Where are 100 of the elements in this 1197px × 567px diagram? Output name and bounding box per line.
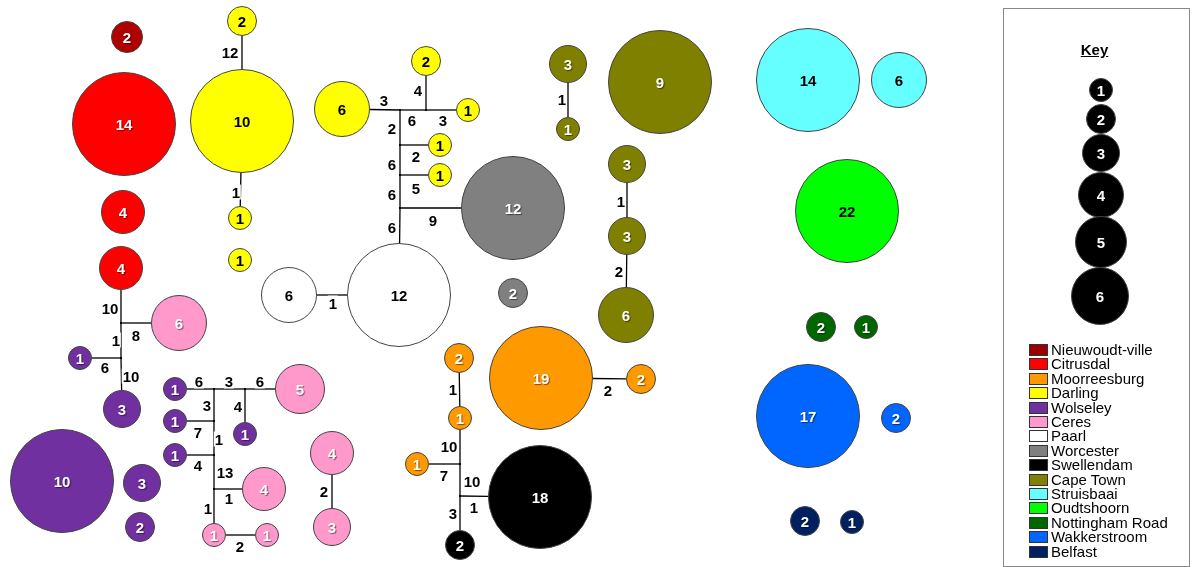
legend-label: Wakkerstroom bbox=[1051, 530, 1148, 545]
legend-label: Belfast bbox=[1051, 544, 1097, 559]
key-title: Key bbox=[1080, 41, 1109, 58]
connector-line bbox=[398, 207, 401, 244]
legend-label: Struisbaai bbox=[1051, 487, 1118, 501]
connector-line bbox=[458, 372, 461, 407]
connector-line bbox=[399, 144, 401, 176]
legend-label: Nieuwoudt-ville bbox=[1051, 343, 1153, 357]
haplotype-circle: 1 bbox=[163, 409, 187, 433]
haplotype-circle: 2 bbox=[445, 530, 475, 560]
edge-label: 1 bbox=[213, 431, 225, 447]
legend-label: Wolseley bbox=[1051, 400, 1112, 415]
haplotype-circle: 2 bbox=[111, 21, 143, 53]
connector-line bbox=[186, 388, 215, 390]
haplotype-circle: 19 bbox=[489, 326, 593, 430]
haplotype-circle: 1 bbox=[228, 206, 252, 230]
connector-line bbox=[399, 174, 429, 176]
haplotype-circle: 2 bbox=[227, 6, 257, 36]
connector-line bbox=[459, 463, 461, 497]
haplotype-circle: 1 bbox=[202, 523, 226, 547]
haplotype-circle: 12 bbox=[461, 156, 565, 260]
connector-line bbox=[213, 388, 246, 390]
haplotype-circle: 5 bbox=[275, 364, 325, 414]
connector-line bbox=[459, 495, 489, 497]
haplotype-circle: 4 bbox=[101, 190, 145, 234]
connector-line bbox=[244, 388, 276, 390]
connector-line bbox=[428, 463, 461, 465]
connector-line bbox=[225, 534, 256, 536]
haplotype-circle: 6 bbox=[151, 295, 207, 351]
connector-line bbox=[213, 420, 215, 456]
haplotype-circle: 9 bbox=[608, 30, 712, 134]
haplotype-circle: 1 bbox=[854, 315, 878, 339]
connector-line bbox=[186, 420, 215, 422]
connector-line bbox=[592, 377, 627, 380]
haplotype-circle: 3 bbox=[549, 45, 587, 83]
haplotype-circle: 2 bbox=[498, 278, 528, 308]
haplotype-circle: 14 bbox=[756, 28, 860, 132]
legend-label: Oudtshoorn bbox=[1051, 501, 1130, 516]
haplotype-circle: 1 bbox=[68, 346, 92, 370]
connector-line bbox=[567, 82, 569, 118]
haplotype-circle: 1 bbox=[456, 98, 480, 122]
connector-line bbox=[369, 108, 401, 111]
haplotype-circle: 3 bbox=[608, 145, 646, 183]
haplotype-circle: 1 bbox=[228, 248, 252, 272]
connector-line bbox=[399, 109, 427, 111]
connector-line bbox=[213, 454, 215, 490]
edge-label: 1 bbox=[110, 332, 122, 348]
haplotype-circle: 6 bbox=[1071, 267, 1129, 325]
haplotype-circle: 3 bbox=[608, 217, 646, 255]
connector-line bbox=[244, 388, 246, 423]
haplotype-circle: 2 bbox=[1086, 104, 1116, 134]
haplotype-circle: 10 bbox=[10, 429, 114, 533]
connector-line bbox=[213, 488, 215, 524]
legend-label: Nottingham Road bbox=[1051, 515, 1168, 530]
connector-line bbox=[425, 75, 427, 111]
haplotype-circle: 4 bbox=[99, 246, 143, 290]
haplotype-circle: 1 bbox=[405, 452, 429, 476]
edge-label: 1 bbox=[230, 184, 242, 200]
haplotype-circle: 4 bbox=[242, 467, 286, 511]
legend-label: Ceres bbox=[1051, 415, 1091, 429]
haplotype-circle: 3 bbox=[1082, 134, 1120, 172]
haplotype-circle: 14 bbox=[72, 72, 176, 176]
haplotype-circle: 1 bbox=[1089, 78, 1113, 102]
key-panel bbox=[1003, 8, 1190, 567]
connector-line bbox=[316, 294, 348, 296]
haplotype-circle: 18 bbox=[488, 445, 592, 549]
haplotype-circle: 6 bbox=[598, 287, 654, 343]
haplotype-circle: 2 bbox=[881, 403, 911, 433]
haplotype-circle: 4 bbox=[1078, 172, 1124, 218]
haplotype-circle: 3 bbox=[313, 508, 351, 546]
legend-label: Cape Town bbox=[1051, 472, 1126, 487]
legend-label: Swellendam bbox=[1051, 458, 1133, 473]
haplotype-circle: 2 bbox=[125, 512, 155, 542]
legend-label: Worcester bbox=[1051, 443, 1120, 458]
haplotype-circle: 2 bbox=[626, 364, 656, 394]
haplotype-circle: 1 bbox=[840, 510, 864, 534]
haplotype-circle: 2 bbox=[806, 312, 836, 342]
connector-line bbox=[120, 322, 152, 324]
haplotype-circle: 1 bbox=[428, 133, 452, 157]
haplotype-circle: 12 bbox=[347, 243, 451, 347]
connector-line bbox=[241, 35, 243, 70]
haplotype-circle: 1 bbox=[448, 406, 472, 430]
haplotype-circle: 1 bbox=[556, 117, 580, 141]
connector-line bbox=[625, 254, 628, 288]
haplotype-circle: 6 bbox=[261, 267, 317, 323]
connector-line bbox=[213, 388, 215, 422]
connector-line bbox=[120, 289, 122, 324]
haplotype-circle: 22 bbox=[795, 159, 899, 263]
haplotype-circle: 2 bbox=[790, 506, 820, 536]
legend-label: Darling bbox=[1051, 386, 1099, 401]
legend-label: Moorreesburg bbox=[1051, 371, 1145, 386]
haplotype-circle: 17 bbox=[756, 364, 860, 468]
haplotype-circle: 1 bbox=[233, 422, 257, 446]
connector-line bbox=[186, 454, 215, 456]
haplotype-circle: 10 bbox=[190, 69, 294, 173]
connector-line bbox=[399, 144, 429, 146]
connector-line bbox=[399, 207, 462, 209]
haplotype-circle: 1 bbox=[428, 163, 452, 187]
connector-line bbox=[91, 357, 122, 359]
connector-line bbox=[626, 182, 628, 218]
